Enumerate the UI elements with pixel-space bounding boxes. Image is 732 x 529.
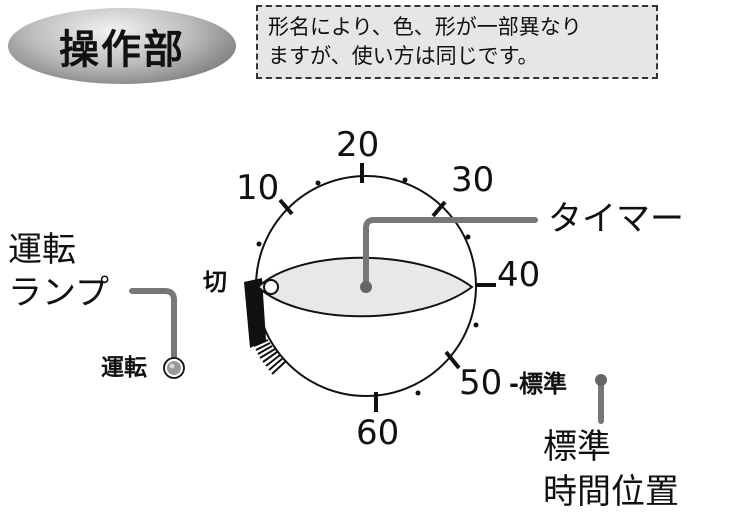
lamp-icon — [163, 357, 185, 379]
dial-number-20: 20 — [336, 125, 380, 165]
major-ticks — [278, 163, 496, 412]
dial-number-60: 60 — [356, 413, 400, 453]
standard-marker-label: -標準 — [509, 370, 567, 398]
lamp-leader-line — [129, 288, 177, 363]
scale-band-outer — [244, 278, 266, 348]
lamp-label-line-1: 運転 — [8, 230, 76, 270]
timer-leader-line — [363, 217, 538, 290]
dial-number-10: 10 — [236, 168, 280, 208]
dial-number-30: 30 — [451, 160, 495, 200]
standard-leader-dot — [595, 374, 607, 386]
timer-leader-dot — [360, 281, 372, 293]
dial-number-40: 40 — [497, 255, 541, 295]
title-badge: 操作部 — [8, 8, 236, 84]
note-box: 形名により、色、形が一部異なり ますが、使い方は同じです。 — [256, 5, 658, 79]
dial-number-50: 50 — [459, 363, 503, 403]
page-title: 操作部 — [59, 27, 185, 73]
off-label: 切 — [203, 268, 227, 296]
note-line-2: ますが、使い方は同じです。 — [268, 44, 539, 68]
scale-hatch — [253, 339, 287, 375]
standard-time-line-2: 時間位置 — [543, 472, 679, 512]
minor-ticks — [256, 177, 479, 396]
note-line-1: 形名により、色、形が一部異なり — [268, 15, 582, 39]
lamp-text: 運転 — [101, 355, 147, 381]
timer-label: タイマー — [548, 199, 684, 239]
lamp-label-line-2: ランプ — [8, 273, 109, 313]
knob-pointer — [263, 279, 279, 295]
standard-time-line-1: 標準 — [543, 427, 611, 467]
